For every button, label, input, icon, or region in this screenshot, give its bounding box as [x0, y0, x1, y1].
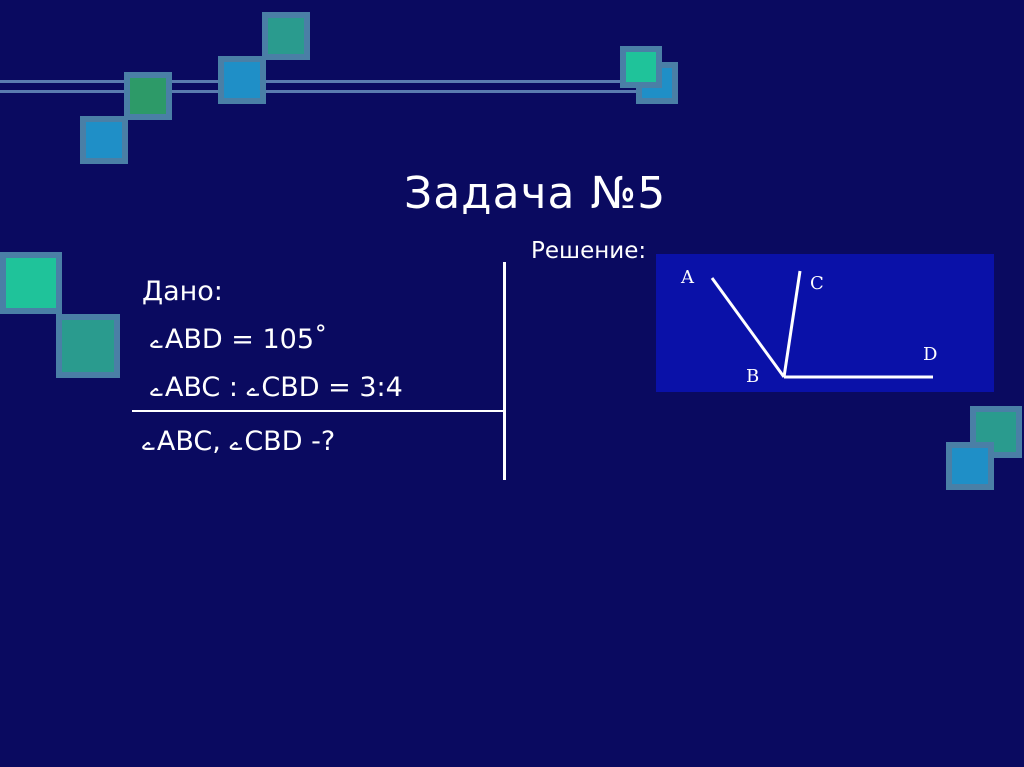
decorative-square [80, 116, 128, 164]
slide-title: Задача №5 [404, 168, 667, 219]
find-text-b: CBD -? [244, 426, 336, 457]
decorative-square [262, 12, 310, 60]
angle-diagram: A C B D [656, 254, 994, 392]
decorative-square [0, 252, 62, 314]
angle-diagram-svg: A C B D [680, 267, 937, 387]
decorative-square [218, 56, 266, 104]
given-angle-abd: ےABD = 105˚ [150, 324, 328, 355]
decorative-square [56, 314, 120, 378]
angle-icon: ے [246, 377, 260, 402]
point-label-d: D [923, 344, 937, 365]
find-question: ےABC, ےCBD -? [142, 426, 335, 457]
angle-icon: ے [150, 329, 163, 354]
divider-vertical [503, 262, 506, 480]
angle-icon: ے [142, 431, 155, 456]
point-label-a: A [680, 267, 695, 288]
point-label-b: B [746, 366, 759, 387]
given-ratio-text-a: ABC : [164, 372, 247, 403]
divider-horizontal [132, 410, 506, 412]
decorative-square [620, 46, 662, 88]
ray-bc [782, 270, 802, 378]
given-angle-abd-text: ABD = 105˚ [164, 324, 328, 355]
given-ratio: ےABC : ےCBD = 3:4 [150, 372, 403, 403]
decorative-line [0, 80, 660, 83]
given-label: Дано: [142, 276, 223, 307]
decorative-square [946, 442, 994, 490]
find-text-a: ABC, [156, 426, 230, 457]
angle-icon: ے [150, 377, 163, 402]
decorative-line [0, 90, 660, 93]
ray-ba [710, 277, 786, 378]
point-label-c: C [810, 273, 824, 294]
given-ratio-text-b: CBD = 3:4 [261, 372, 403, 403]
solution-label: Решение: [531, 238, 647, 264]
decorative-square [124, 72, 172, 120]
angle-icon: ے [229, 431, 243, 456]
